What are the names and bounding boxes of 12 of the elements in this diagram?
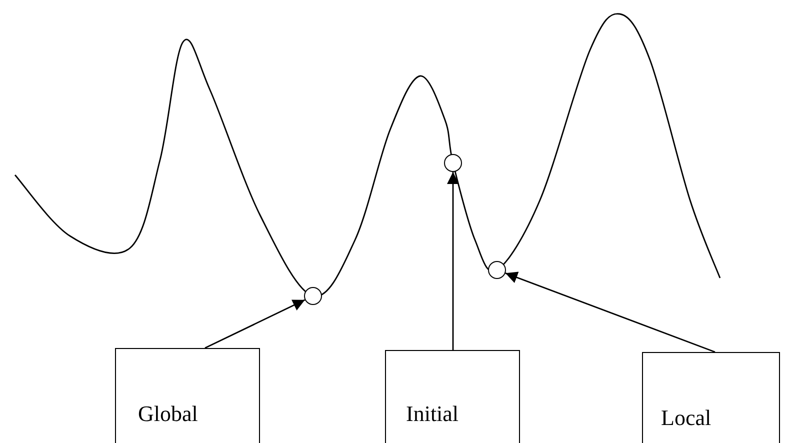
arrow	[505, 272, 716, 353]
label-box	[115, 348, 260, 443]
box-label: Local	[661, 405, 712, 431]
box-label: Initial	[406, 401, 459, 427]
label-box	[385, 350, 520, 443]
arrow	[204, 299, 306, 349]
point-marker	[304, 287, 322, 305]
point-marker	[444, 154, 462, 172]
point-marker	[488, 261, 506, 279]
arrow	[447, 172, 459, 350]
label-box	[642, 352, 780, 443]
box-label: Global	[138, 401, 198, 427]
